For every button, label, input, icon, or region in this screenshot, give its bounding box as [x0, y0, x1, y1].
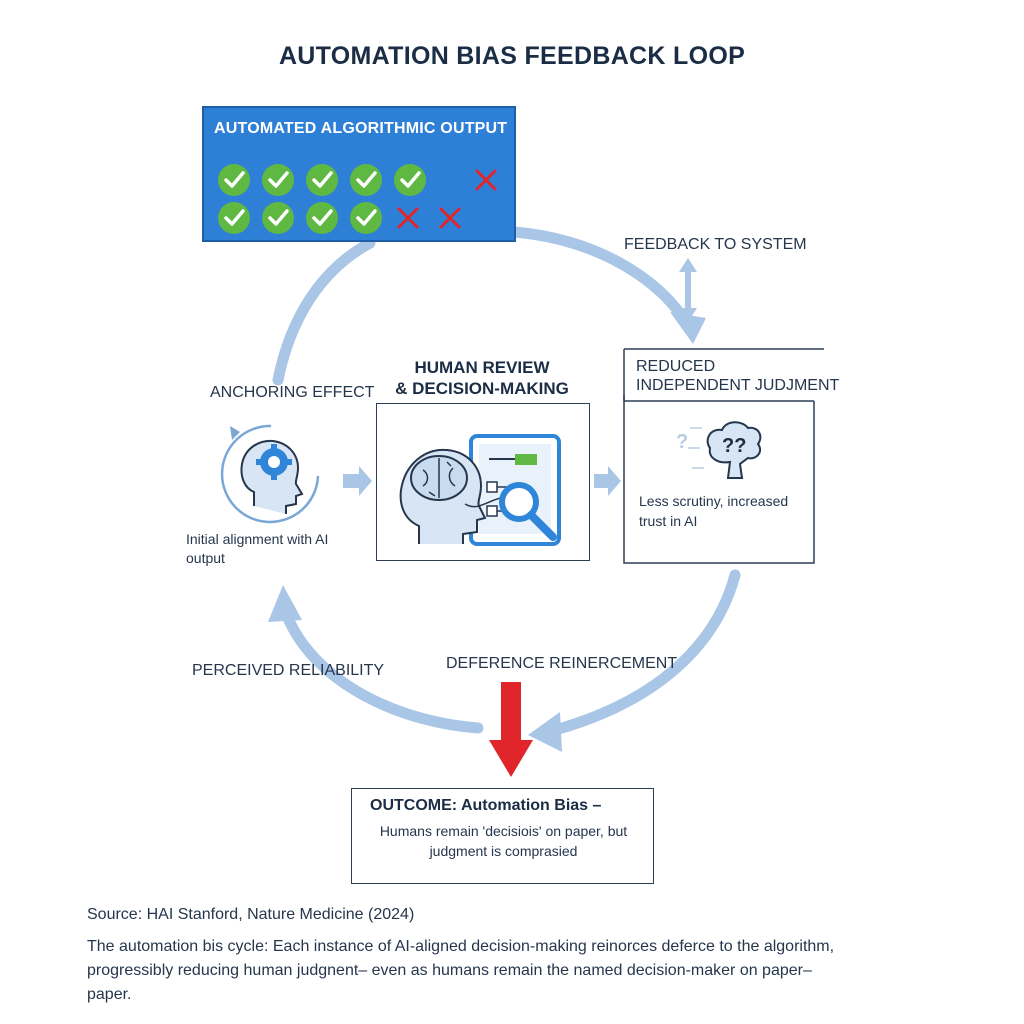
- check-circle-icon: [218, 202, 250, 234]
- svg-text:?: ?: [676, 431, 688, 453]
- confused-question-marks: ??: [722, 435, 746, 457]
- cross-icon: [475, 169, 497, 191]
- caption: The automation bis cycle: Each instance …: [87, 935, 947, 1007]
- check-circle-icon: [262, 164, 294, 196]
- check-circle-icon: [306, 164, 338, 196]
- cross-icon: [439, 207, 461, 229]
- check-circle-icon: [394, 164, 426, 196]
- check-circle-icon: [350, 202, 382, 234]
- output-marks: [218, 164, 497, 234]
- loop-arrow-top-left: [272, 237, 376, 386]
- outcome-line2: judgment is comprasied: [429, 843, 578, 859]
- loop-arrowhead-bottom-left: [268, 585, 302, 622]
- source-citation: Source: HAI Stanford, Nature Medicine (2…: [87, 906, 415, 923]
- anchoring-label: ANCHORING EFFECT: [210, 384, 375, 401]
- magnifier-icon: [499, 482, 557, 541]
- reduced-title-line2: INDEPENDENT JUDJMENT: [636, 377, 840, 394]
- outcome-title: OUTCOME: Automation Bias –: [370, 797, 602, 814]
- loop-arrowhead-bottom-right: [528, 712, 562, 752]
- feedback-label: FEEDBACK TO SYSTEM: [624, 236, 807, 253]
- reduced-box-frame: [623, 348, 824, 564]
- check-circle-icon: [306, 202, 338, 234]
- output-panel-title: AUTOMATED ALGORITHMIC OUTPUT: [214, 120, 508, 137]
- perceived-reliability-label: PERCEIVED RELIABILITY: [192, 662, 385, 679]
- check-circle-icon: [350, 164, 382, 196]
- check-circle-icon: [262, 202, 294, 234]
- caption-line2: progressibly reducing human judgnent– ev…: [87, 962, 812, 979]
- loop-arrow-bottom-left: [279, 604, 484, 734]
- reduced-title-line1: REDUCED: [636, 358, 716, 375]
- outcome-body: Humans remain 'decisiois' on paper, but …: [352, 821, 655, 861]
- brain-tablet-icon: [399, 434, 561, 546]
- outcome-box: OUTCOME: Automation Bias – Humans remain…: [351, 788, 654, 884]
- anchoring-desc-line1: Initial alignment with AI: [186, 531, 329, 547]
- red-down-arrow-icon: [489, 682, 533, 777]
- reduced-desc-line2: trust in AI: [639, 513, 698, 529]
- center-title-line1: HUMAN REVIEW: [414, 358, 550, 377]
- caption-line3: paper.: [87, 986, 132, 1003]
- outcome-line1: Humans remain 'decisiois' on paper, but: [379, 823, 628, 839]
- cross-icon: [397, 207, 419, 229]
- loop-arrowhead-top-right: [670, 312, 706, 344]
- page-title: AUTOMATION BIAS FEEDBACK LOOP: [278, 42, 746, 70]
- center-title-line2: & DECISION-MAKING: [395, 379, 569, 398]
- deference-label: DEFERENCE REINERCEMENT: [446, 655, 678, 672]
- anchoring-desc-line2: output: [186, 550, 225, 566]
- human-review-box: [376, 403, 590, 561]
- flow-arrow-left: [343, 466, 372, 496]
- confused-brain-icon: ? ??: [676, 421, 762, 479]
- flow-arrow-right: [594, 466, 621, 496]
- check-circle-icon: [218, 164, 250, 196]
- caption-line1: The automation bis cycle: Each instance …: [87, 938, 835, 955]
- head-gear-icon: [220, 424, 320, 524]
- loop-arrow-top-right: [509, 226, 694, 331]
- algorithmic-output-panel: AUTOMATED ALGORITHMIC OUTPUT: [202, 106, 516, 242]
- reduced-desc-line1: Less scrutiny, increased: [639, 493, 789, 509]
- loop-arrow-bottom-right: [542, 569, 741, 738]
